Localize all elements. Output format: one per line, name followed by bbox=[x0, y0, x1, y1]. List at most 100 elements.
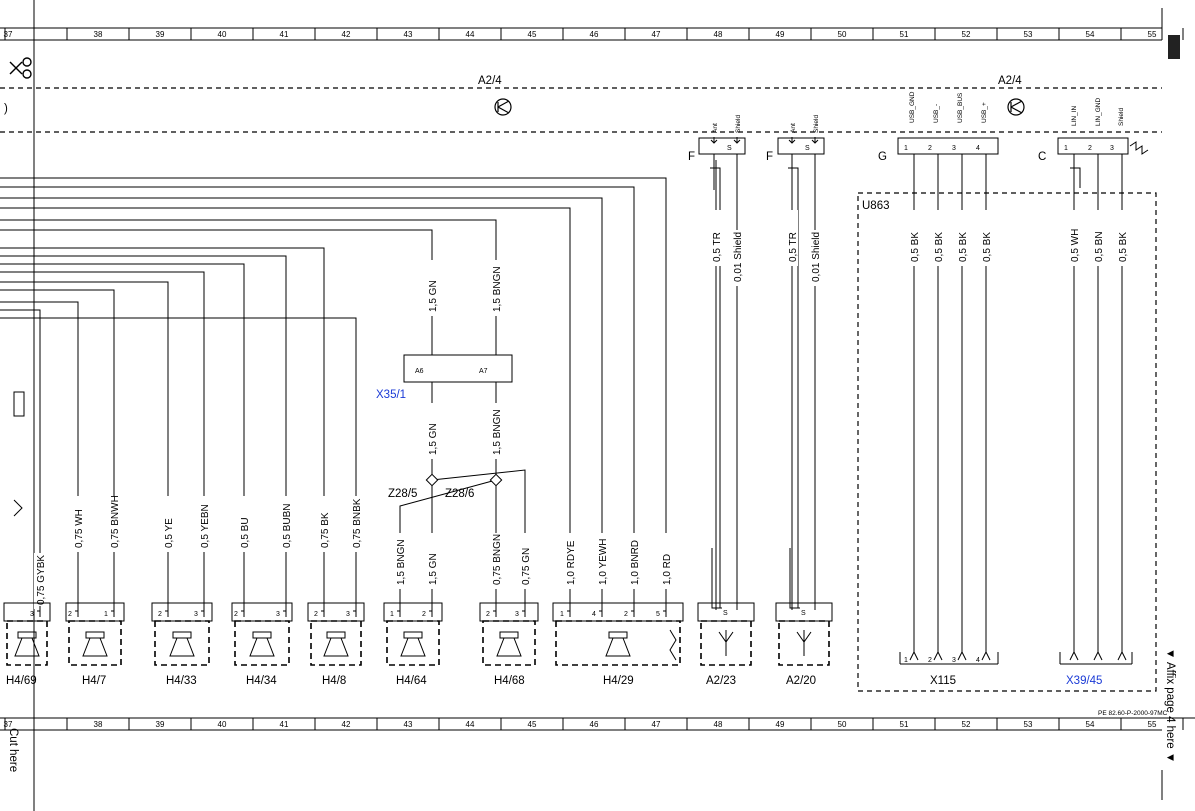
pin-mark bbox=[241, 606, 245, 617]
speaker-icon bbox=[249, 631, 275, 657]
wire-label: 0,75 BK bbox=[320, 512, 331, 548]
antenna-icon bbox=[796, 630, 812, 656]
pin-mark bbox=[663, 606, 667, 617]
wire-label: 0,75 GN bbox=[521, 548, 532, 585]
wire-label: 0,5 BN bbox=[1094, 231, 1105, 262]
pin-mark bbox=[522, 606, 526, 617]
wire-label: 0,5 BK bbox=[910, 232, 921, 262]
grid-number: 52 bbox=[962, 720, 971, 729]
wire-label-mask bbox=[162, 496, 174, 552]
x35-label: X35/1 bbox=[376, 389, 406, 401]
pin-label: S bbox=[723, 610, 728, 617]
grid-number: 40 bbox=[218, 720, 227, 729]
grid-number: 39 bbox=[156, 30, 165, 39]
speaker-icon bbox=[14, 631, 40, 657]
pin-number: 1 bbox=[390, 611, 394, 618]
wire-label: 0,5 TR bbox=[712, 232, 723, 262]
grid-number: 41 bbox=[280, 30, 289, 39]
connector-name: H4/64 bbox=[396, 675, 427, 687]
pin-number: 2 bbox=[486, 611, 490, 618]
pin-number: 3 bbox=[1110, 145, 1114, 152]
pin-label: Ant bbox=[712, 123, 719, 133]
wire-label-mask bbox=[72, 496, 84, 552]
pin-number: 5 bbox=[656, 611, 660, 618]
pin-number: 3 bbox=[952, 145, 956, 152]
grid-number: 55 bbox=[1148, 30, 1157, 39]
speaker-icon bbox=[323, 631, 349, 657]
pin-number: 2 bbox=[624, 611, 628, 618]
wire-label-mask bbox=[108, 496, 120, 552]
pin-mark bbox=[429, 606, 433, 617]
grid-number: 40 bbox=[218, 30, 227, 39]
cut-here-label: Cut here bbox=[7, 728, 19, 772]
grid-number: 37 bbox=[4, 30, 13, 39]
wire-label-mask bbox=[809, 230, 821, 286]
wire-label: 0,75 BNWH bbox=[110, 495, 121, 548]
wire-label: 1,0 RD bbox=[662, 554, 673, 585]
pin-label: S bbox=[801, 610, 806, 617]
wire-label: 1,5 BNGN bbox=[492, 266, 503, 312]
wire-label-mask bbox=[426, 403, 438, 459]
grid-number: 42 bbox=[342, 30, 351, 39]
pin-number: 2 bbox=[234, 611, 238, 618]
grid-number: 46 bbox=[590, 30, 599, 39]
wire-label-mask bbox=[932, 210, 944, 266]
pin-number: 2 bbox=[158, 611, 162, 618]
pin-label: S bbox=[727, 145, 732, 152]
wire-label: 0,75 BNBK bbox=[352, 498, 363, 548]
connector-name: A2/20 bbox=[786, 675, 816, 687]
grid-number: 39 bbox=[156, 720, 165, 729]
antenna-wires bbox=[710, 154, 816, 610]
transistor-icon bbox=[1007, 98, 1025, 116]
pin-mark bbox=[1093, 650, 1103, 661]
connector-g-label: G bbox=[878, 151, 887, 163]
wire-label-mask bbox=[1116, 210, 1128, 266]
connector-c: C LIN_IN LIN_GND Shield 1 2 3 bbox=[1038, 98, 1149, 163]
connector-name: H4/33 bbox=[166, 675, 197, 687]
grid-number: 51 bbox=[900, 720, 909, 729]
grid-number: 54 bbox=[1086, 30, 1095, 39]
left-edge-fragment bbox=[13, 391, 25, 517]
wire-label: 0,5 YE bbox=[164, 518, 175, 548]
break-mark bbox=[669, 629, 677, 661]
connector-f-label: F bbox=[688, 151, 695, 163]
pin-label: USB_- bbox=[933, 104, 940, 123]
bottom-grid-strip: 3738394041424344454647484950515253545556 bbox=[4, 718, 1184, 730]
connector-g: G USB_GND USB_- USB_BUS USB_+ 1 2 3 4 bbox=[878, 91, 999, 163]
wire-label-mask bbox=[1092, 210, 1104, 266]
wire-label-mask bbox=[660, 533, 672, 589]
pin-label: LIN_GND bbox=[1095, 98, 1102, 126]
u863-boundary bbox=[857, 192, 1157, 692]
grid-number: 38 bbox=[94, 30, 103, 39]
connector-name: H4/7 bbox=[82, 675, 106, 687]
wire-label: 0,75 GYBK bbox=[36, 555, 47, 605]
unit-edge-mark: ) bbox=[4, 103, 8, 115]
pin-mark bbox=[397, 606, 401, 617]
wire-label-mask bbox=[980, 210, 992, 266]
connector-name: X39/45 bbox=[1066, 675, 1102, 687]
pin-label: Shield bbox=[735, 115, 742, 133]
grid-number: 49 bbox=[776, 720, 785, 729]
wire-label-mask bbox=[956, 210, 968, 266]
wire-label: 0,5 BK bbox=[982, 232, 993, 262]
speaker-icon bbox=[605, 631, 631, 657]
wire-label-mask bbox=[908, 210, 920, 266]
wire-label: 0,5 WH bbox=[1070, 229, 1081, 262]
wire-label: 1,5 GN bbox=[428, 423, 439, 455]
wire-label: 1,0 RDYE bbox=[566, 540, 577, 585]
pin-mark bbox=[201, 606, 205, 617]
pin-label: USB_GND bbox=[909, 91, 916, 123]
usb-wires bbox=[913, 154, 987, 652]
wire-label: 0,5 BK bbox=[934, 232, 945, 262]
pin-number: 3 bbox=[515, 611, 519, 618]
pin-number: 1 bbox=[1064, 145, 1068, 152]
pin-label: LIN_IN bbox=[1071, 105, 1078, 126]
pin-mark bbox=[981, 650, 991, 661]
pin-mark bbox=[111, 606, 115, 617]
pin-label: A7 bbox=[479, 368, 488, 375]
